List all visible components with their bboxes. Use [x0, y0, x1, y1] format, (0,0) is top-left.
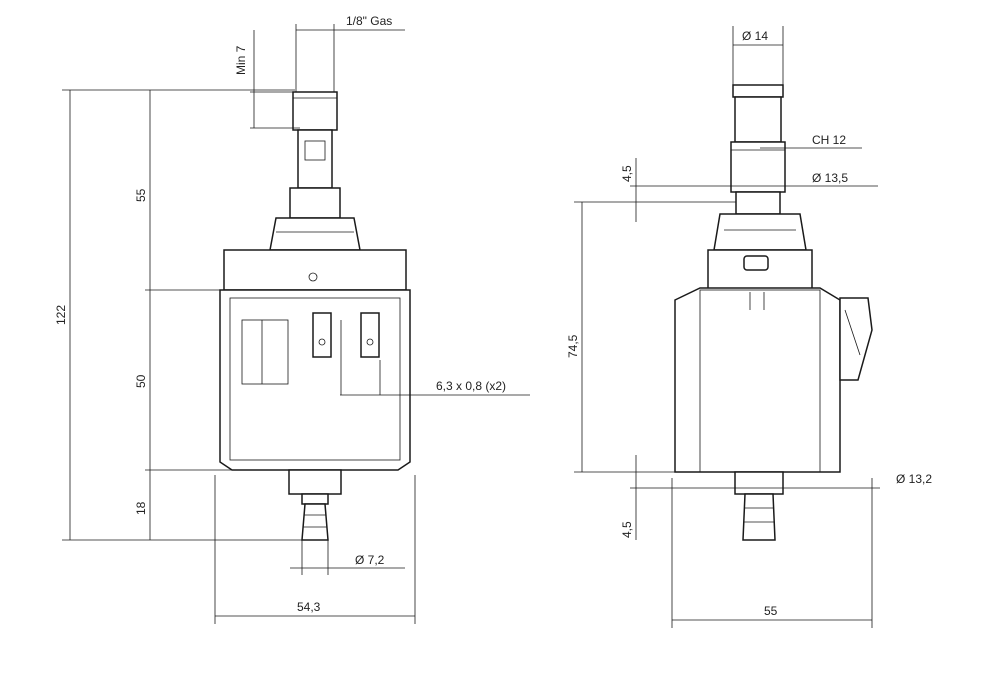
outlet-diameter-label: Ø 7,2: [355, 553, 385, 567]
height-outlet-label: 18: [134, 501, 148, 515]
front-dimension-lines: [62, 24, 530, 624]
terminals-label: 6,3 x 0,8 (x2): [436, 379, 506, 393]
hex-size-label: CH 12: [812, 133, 846, 147]
min-depth-label: Min 7: [234, 45, 248, 75]
thread-label: 1/8" Gas: [346, 14, 392, 28]
side-width-label: 55: [764, 604, 778, 618]
side-view: Ø 14 CH 12 4,5 Ø 13,5 74,5 Ø 13,2 4,5 55: [566, 26, 932, 628]
side-dimension-lines: [574, 26, 880, 628]
upper-gap-label: 4,5: [620, 165, 634, 182]
body-height-label: 74,5: [566, 334, 580, 358]
front-view: 1/8" Gas Min 7 122 55 50 18 6,3 x 0,8 (x…: [54, 14, 530, 624]
top-diameter-label: Ø 14: [742, 29, 768, 43]
bottom-diameter-label: Ø 13,2: [896, 472, 932, 486]
height-coil-label: 50: [134, 374, 148, 388]
front-width-label: 54,3: [297, 600, 321, 614]
side-pump-body: [674, 84, 873, 541]
front-pump-body: [219, 91, 411, 541]
collar-diameter-label: Ø 13,5: [812, 171, 848, 185]
height-top-label: 55: [134, 188, 148, 202]
height-total-label: 122: [54, 305, 68, 325]
lower-gap-label: 4,5: [620, 521, 634, 538]
